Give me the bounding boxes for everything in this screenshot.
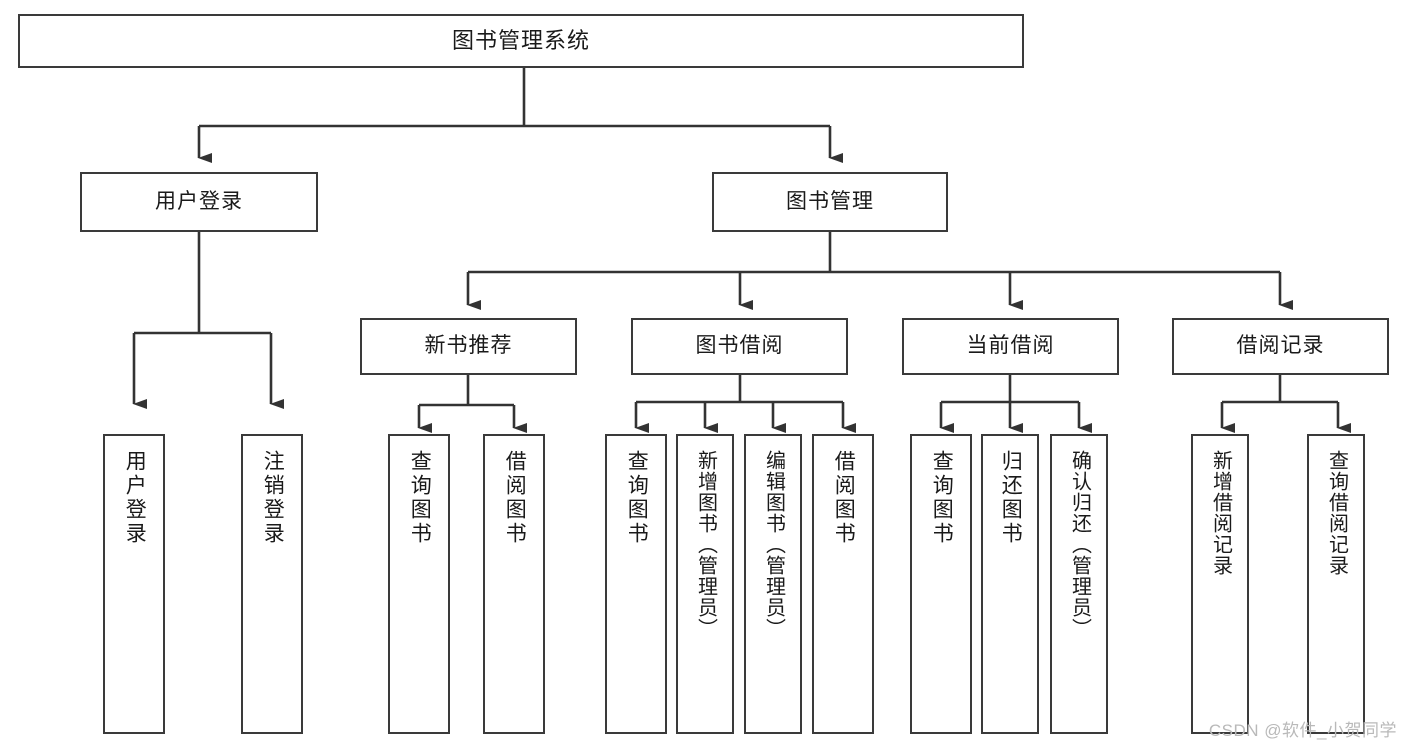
node-label: 借阅图书 xyxy=(832,450,856,546)
leaf-query-book-borrow[interactable]: 查询图书 xyxy=(605,434,667,734)
leaf-edit-book-admin[interactable]: 编辑图书（管理员） xyxy=(744,434,802,734)
node-label: 编辑图书（管理员） xyxy=(762,450,785,639)
leaf-query-book-recommend[interactable]: 查询图书 xyxy=(388,434,450,734)
leaf-user-login[interactable]: 用户登录 xyxy=(103,434,165,734)
node-label: 用户登录 xyxy=(155,189,243,213)
node-root-book-management-system[interactable]: 图书管理系统 xyxy=(18,14,1024,68)
leaf-query-borrow-record[interactable]: 查询借阅记录 xyxy=(1307,434,1365,734)
node-label: 查询图书 xyxy=(408,450,432,546)
leaf-return-book[interactable]: 归还图书 xyxy=(981,434,1039,734)
leaf-confirm-return-admin[interactable]: 确认归还（管理员） xyxy=(1050,434,1108,734)
node-label: 注销登录 xyxy=(261,450,285,546)
node-label: 新书推荐 xyxy=(424,334,513,358)
leaf-query-book-current[interactable]: 查询图书 xyxy=(910,434,972,734)
node-label: 借阅图书 xyxy=(503,450,527,546)
node-label: 图书管理系统 xyxy=(451,28,590,54)
node-label: 用户登录 xyxy=(123,450,147,546)
node-book-management[interactable]: 图书管理 xyxy=(712,172,948,232)
leaf-add-borrow-record[interactable]: 新增借阅记录 xyxy=(1191,434,1249,734)
leaf-add-book-admin[interactable]: 新增图书（管理员） xyxy=(676,434,734,734)
node-label: 查询图书 xyxy=(930,450,954,546)
node-book-borrowing[interactable]: 图书借阅 xyxy=(631,318,848,375)
node-current-borrowing[interactable]: 当前借阅 xyxy=(902,318,1119,375)
node-label: 借阅记录 xyxy=(1236,334,1325,358)
leaf-logout[interactable]: 注销登录 xyxy=(241,434,303,734)
node-user-login[interactable]: 用户登录 xyxy=(80,172,318,232)
node-label: 归还图书 xyxy=(999,450,1023,546)
leaf-borrow-book[interactable]: 借阅图书 xyxy=(812,434,874,734)
node-borrowing-record[interactable]: 借阅记录 xyxy=(1172,318,1389,375)
node-label: 图书借阅 xyxy=(695,334,784,358)
node-label: 当前借阅 xyxy=(966,334,1055,358)
node-label: 查询图书 xyxy=(625,450,649,546)
leaf-borrow-book-recommend[interactable]: 借阅图书 xyxy=(483,434,545,734)
node-new-book-recommendation[interactable]: 新书推荐 xyxy=(360,318,577,375)
watermark-text: CSDN @软件_小贺同学 xyxy=(1208,721,1397,740)
node-label: 新增图书（管理员） xyxy=(694,450,717,639)
node-label: 图书管理 xyxy=(786,189,874,213)
node-label: 确认归还（管理员） xyxy=(1068,450,1091,639)
node-label: 查询借阅记录 xyxy=(1325,450,1348,576)
node-label: 新增借阅记录 xyxy=(1209,450,1232,576)
